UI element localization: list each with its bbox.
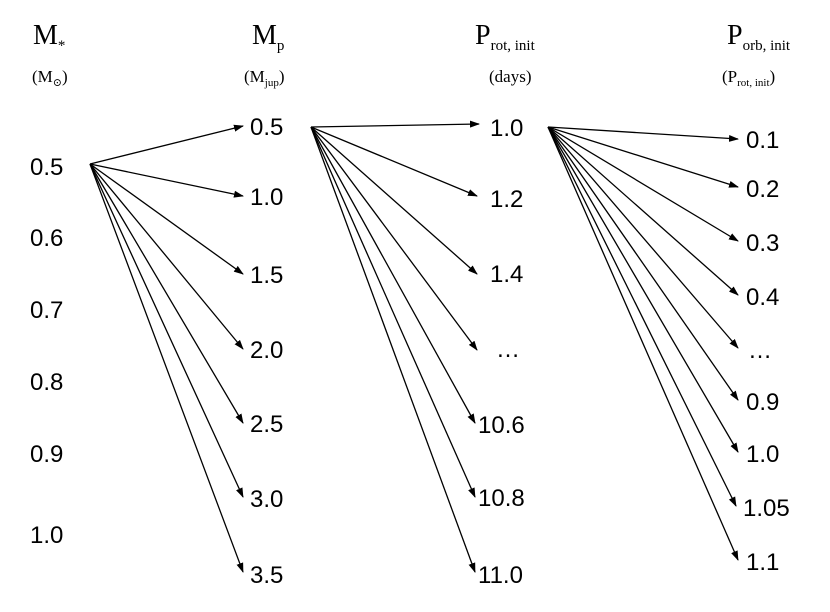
header-orbital-period-unit-subscript: rot, init bbox=[737, 77, 769, 89]
arrow bbox=[310, 126, 476, 498]
stellar-mass-value: 1.0 bbox=[30, 522, 63, 549]
orbital-period-value: 1.05 bbox=[743, 495, 790, 522]
orbital-period-value: 0.2 bbox=[746, 176, 779, 203]
arrow bbox=[547, 126, 739, 453]
header-stellar-mass-unit-close: ) bbox=[62, 67, 68, 86]
arrow bbox=[89, 163, 244, 573]
stellar-mass-value: 0.8 bbox=[30, 369, 63, 396]
rotation-period-value: 1.0 bbox=[490, 115, 523, 142]
arrow bbox=[89, 163, 244, 275]
arrow bbox=[310, 126, 476, 573]
header-orbital-period-unit: (P bbox=[722, 67, 737, 86]
rotation-period-value: 11.0 bbox=[478, 562, 523, 589]
rotation-period-value: 10.8 bbox=[478, 485, 525, 512]
svg-text:Mp: Mp bbox=[252, 20, 284, 54]
planet-mass-values: 0.5 1.0 1.5 2.0 2.5 3.0 3.5 bbox=[250, 114, 283, 589]
header-planet-mass: Mp (Mjup) bbox=[244, 20, 285, 89]
planet-mass-value: 1.5 bbox=[250, 262, 283, 289]
arrow bbox=[547, 126, 739, 561]
planet-mass-value: 2.0 bbox=[250, 337, 283, 364]
orbital-period-value: 1.1 bbox=[746, 549, 779, 576]
arrows-rotation-to-orbital bbox=[547, 126, 739, 561]
planet-mass-value: 3.5 bbox=[250, 562, 283, 589]
orbital-period-value: 0.9 bbox=[746, 389, 779, 416]
arrow bbox=[547, 126, 739, 401]
stellar-mass-value: 0.7 bbox=[30, 297, 63, 324]
arrow bbox=[89, 163, 244, 498]
header-rotation-period-subscript: rot, init bbox=[491, 38, 536, 54]
arrow bbox=[310, 120, 480, 128]
arrow bbox=[89, 163, 244, 198]
arrow bbox=[547, 126, 739, 296]
orbital-period-values: 0.1 0.2 0.3 0.4 … 0.9 1.0 1.05 1.1 bbox=[743, 127, 790, 576]
arrow bbox=[310, 126, 478, 275]
header-rotation-period-unit: (days) bbox=[489, 67, 531, 86]
svg-text:Porb, init: Porb, init bbox=[727, 20, 791, 54]
svg-text:(Mjup): (Mjup) bbox=[244, 67, 285, 89]
planet-mass-value: 1.0 bbox=[250, 184, 283, 211]
rotation-period-value: 10.6 bbox=[478, 412, 525, 439]
arrow bbox=[310, 126, 478, 351]
rotation-period-value: 1.4 bbox=[490, 261, 523, 288]
header-orbital-period-subscript: orb, init bbox=[743, 38, 791, 54]
planet-mass-value: 2.5 bbox=[250, 411, 283, 438]
header-stellar-mass-unit: (M bbox=[32, 67, 53, 86]
orbital-period-value: 0.1 bbox=[746, 127, 779, 154]
header-orbital-period: Porb, init (Prot, init) bbox=[722, 20, 791, 89]
header-stellar-mass-unit-subscript: ⊙ bbox=[53, 77, 62, 89]
header-planet-mass-symbol: M bbox=[252, 20, 277, 51]
arrow bbox=[310, 126, 478, 197]
svg-text:(days): (days) bbox=[489, 67, 531, 86]
header-planet-mass-unit-close: ) bbox=[279, 67, 285, 86]
rotation-period-value: 1.2 bbox=[490, 186, 523, 213]
planet-mass-value: 3.0 bbox=[250, 486, 283, 513]
orbital-period-value: 0.4 bbox=[746, 284, 779, 311]
stellar-mass-values: 0.5 0.6 0.7 0.8 0.9 1.0 bbox=[30, 154, 63, 549]
arrow bbox=[547, 126, 739, 349]
header-stellar-mass-subscript: * bbox=[58, 38, 66, 54]
svg-text:(M⊙): (M⊙) bbox=[32, 67, 68, 89]
header-planet-mass-unit: (M bbox=[244, 67, 265, 86]
header-rotation-period-symbol: P bbox=[475, 20, 491, 51]
header-planet-mass-subscript: p bbox=[277, 38, 285, 54]
header-planet-mass-unit-subscript: jup bbox=[264, 77, 280, 89]
arrow bbox=[547, 126, 739, 188]
header-orbital-period-unit-close: ) bbox=[770, 67, 776, 86]
header-stellar-mass-symbol: M bbox=[33, 20, 58, 51]
orbital-period-value: 0.3 bbox=[746, 230, 779, 257]
stellar-mass-value: 0.9 bbox=[30, 441, 63, 468]
orbital-period-value: 1.0 bbox=[746, 441, 779, 468]
svg-text:Prot, init: Prot, init bbox=[475, 20, 536, 54]
svg-text:(Prot, init): (Prot, init) bbox=[722, 67, 775, 89]
arrows-planet-to-rotation bbox=[310, 120, 480, 573]
svg-text:M*: M* bbox=[33, 20, 65, 54]
arrow bbox=[89, 124, 244, 165]
arrow bbox=[89, 163, 244, 424]
planet-mass-value: 0.5 bbox=[250, 114, 283, 141]
arrow bbox=[547, 126, 739, 242]
header-rotation-period: Prot, init (days) bbox=[475, 20, 536, 86]
arrow bbox=[547, 126, 737, 507]
arrow bbox=[89, 163, 244, 350]
arrow bbox=[547, 126, 739, 142]
stellar-mass-value: 0.6 bbox=[30, 225, 63, 252]
rotation-period-value: … bbox=[496, 336, 520, 363]
arrow bbox=[310, 126, 476, 424]
header-stellar-mass: M* (M⊙) bbox=[32, 20, 68, 89]
arrows-stellar-to-planet bbox=[89, 124, 244, 573]
orbital-period-value: … bbox=[748, 337, 772, 364]
stellar-mass-value: 0.5 bbox=[30, 154, 63, 181]
rotation-period-values: 1.0 1.2 1.4 … 10.6 10.8 11.0 bbox=[478, 115, 525, 589]
header-orbital-period-symbol: P bbox=[727, 20, 743, 51]
